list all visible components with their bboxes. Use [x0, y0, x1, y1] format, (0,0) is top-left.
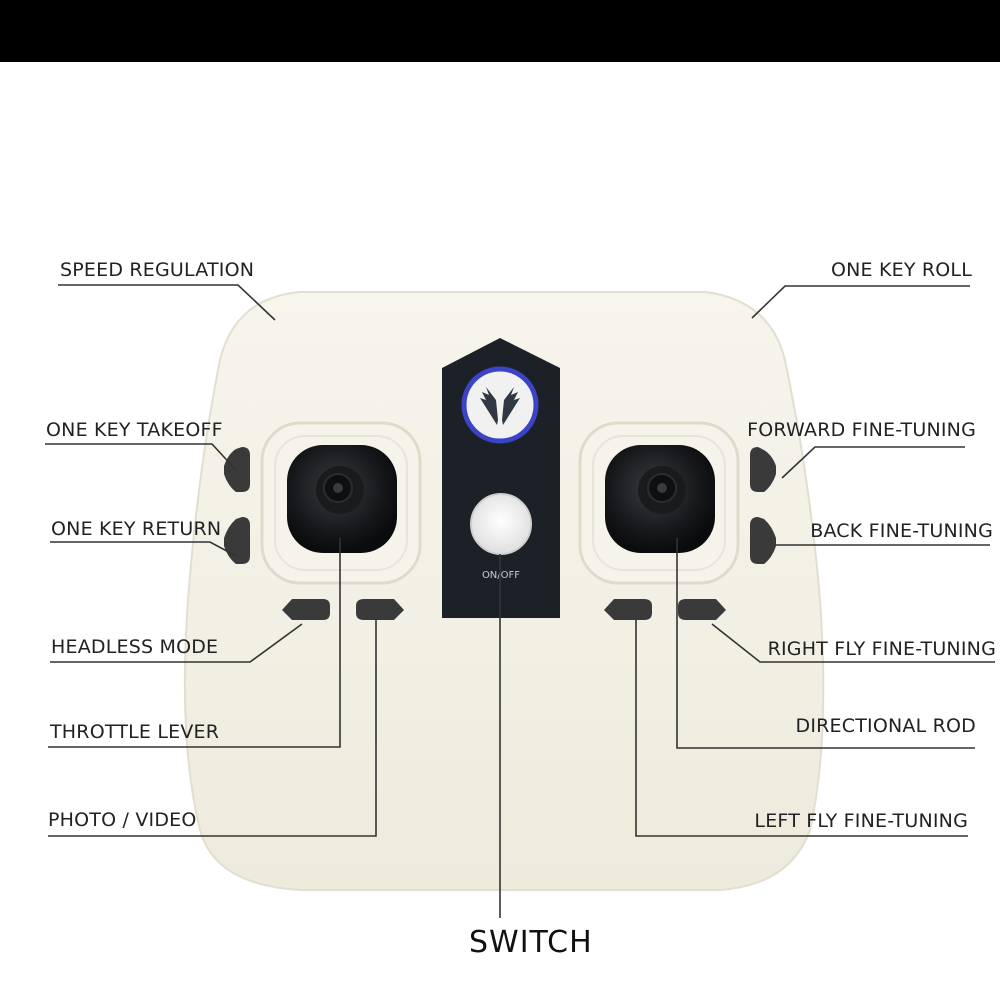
- headless-mode-button: [282, 599, 330, 620]
- photo-video-button: [356, 599, 404, 620]
- forward-fine-tuning-button: [750, 447, 776, 492]
- logo-ring: [461, 366, 539, 444]
- label-right-fly-fine-tuning: RIGHT FLY FINE-TUNING: [767, 638, 996, 660]
- label-one-key-return: ONE KEY RETURN: [51, 518, 222, 540]
- label-speed-regulation: SPEED REGULATION: [60, 259, 255, 281]
- right-fly-fine-tuning-button: [678, 599, 726, 620]
- label-one-key-takeoff: ONE KEY TAKEOFF: [46, 419, 223, 441]
- label-left-fly-fine-tuning: LEFT FLY FINE-TUNING: [754, 810, 968, 832]
- label-one-key-roll: ONE KEY ROLL: [830, 259, 972, 281]
- onoff-text: ON/OFF: [482, 570, 520, 581]
- label-throttle-lever: THROTTLE LEVER: [50, 721, 220, 743]
- label-switch: SWITCH: [469, 925, 593, 960]
- label-directional-rod: DIRECTIONAL ROD: [795, 715, 976, 737]
- label-back-fine-tuning: BACK FINE-TUNING: [810, 520, 993, 542]
- wings-logo-icon: [480, 387, 520, 425]
- label-forward-fine-tuning: FORWARD FINE-TUNING: [747, 419, 976, 441]
- takeoff-button: [224, 447, 250, 492]
- power-button: [470, 493, 532, 555]
- left-fly-fine-tuning-button: [604, 599, 652, 620]
- back-fine-tuning-button: [750, 517, 776, 564]
- leader-lines: [45, 284, 995, 918]
- label-photo-video: PHOTO / VIDEO: [48, 809, 197, 831]
- top-black-bar: [0, 0, 1000, 62]
- label-headless-mode: HEADLESS MODE: [51, 636, 219, 658]
